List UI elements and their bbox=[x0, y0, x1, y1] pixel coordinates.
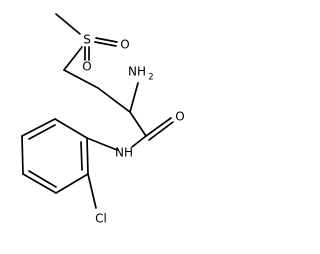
bond-ch2-alpha-carbon bbox=[97, 87, 131, 113]
bond-aryl-chlorine bbox=[87, 173, 97, 209]
atom-oxygen-carbonyl: O bbox=[175, 110, 184, 124]
ring-bond-6 bbox=[86, 137, 89, 175]
bond-methyl-sulfur bbox=[55, 13, 81, 35]
bond-sulfur-oxygen-right-a bbox=[95, 37, 118, 43]
ring-inner-bond-2 bbox=[28, 170, 57, 188]
atom-oxygen-sulfonyl-down: O bbox=[82, 60, 91, 74]
molecule-drawing: S O O NH 2 O NH Cl bbox=[21, 13, 185, 226]
ring-bond-5 bbox=[55, 173, 89, 194]
bond-carbonyl-oxygen-a bbox=[145, 117, 172, 137]
bond-carbonyl-oxygen-b bbox=[148, 121, 174, 141]
atom-oxygen-sulfonyl-right: O bbox=[120, 38, 129, 52]
bond-nitrogen-aryl bbox=[86, 137, 118, 151]
bond-alpha-carbon-carbonyl bbox=[129, 111, 147, 137]
bond-ch2-ch2 bbox=[63, 69, 99, 89]
atom-amino: NH bbox=[128, 65, 146, 79]
bond-sulfur-oxygen-right-b bbox=[94, 41, 117, 47]
ring-bond-3 bbox=[21, 135, 24, 175]
ring-inner-bond-3 bbox=[80, 141, 83, 171]
structure-canvas: S O O NH 2 O NH Cl bbox=[21, 13, 185, 226]
atom-sulfur: S bbox=[83, 33, 91, 47]
bond-carbonyl-nitrogen bbox=[131, 135, 147, 148]
atom-chlorine: Cl bbox=[95, 212, 107, 226]
ring-bond-1 bbox=[54, 118, 88, 139]
ring-inner-bond-1 bbox=[28, 124, 56, 140]
bond-sulfur-ch2 bbox=[63, 46, 83, 71]
bond-alpha-carbon-amino bbox=[129, 82, 139, 113]
ring-bond-4 bbox=[22, 173, 57, 194]
ring-bond-2 bbox=[21, 118, 56, 137]
atom-amide-nitrogen: NH bbox=[115, 146, 133, 160]
atom-amino-subscript: 2 bbox=[148, 73, 153, 83]
